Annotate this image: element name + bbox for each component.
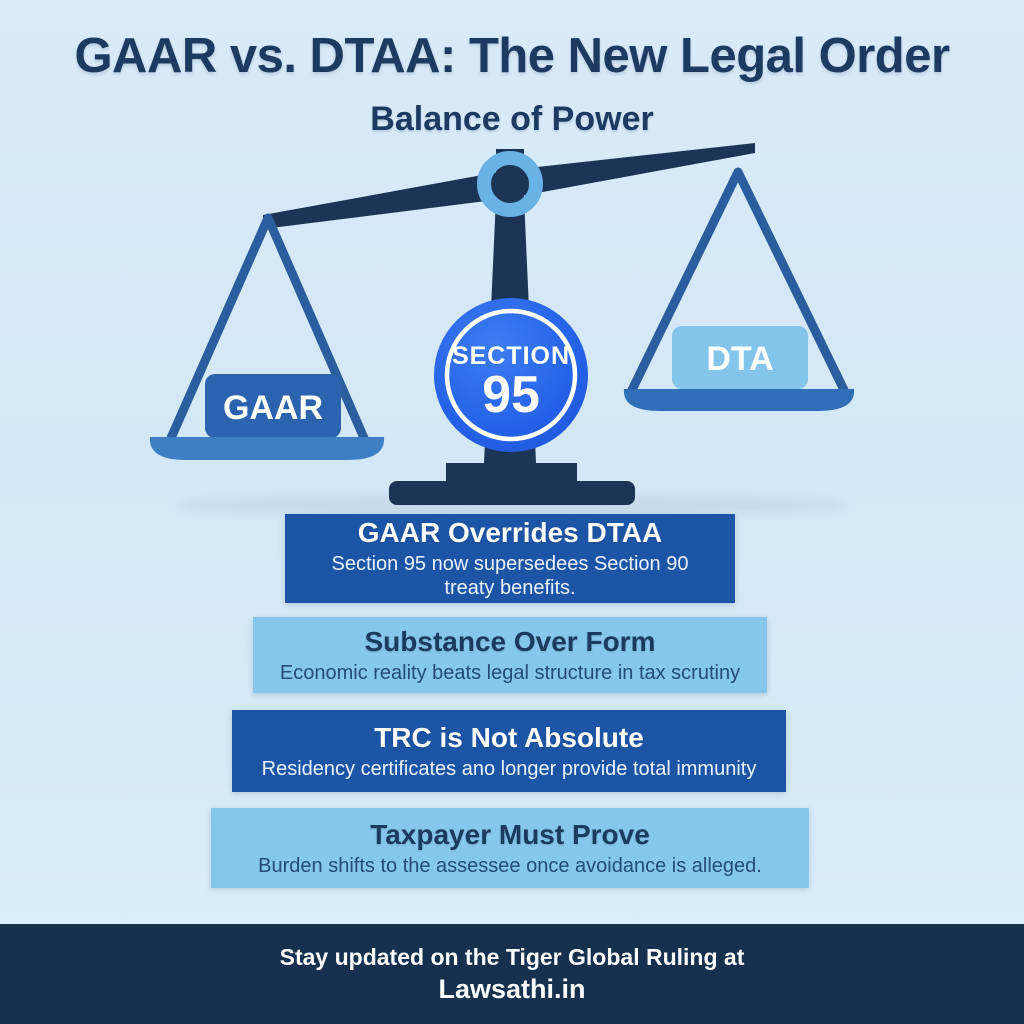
info-box-title: Taxpayer Must Prove [370,818,650,850]
right-pan [623,389,855,411]
info-box-trc-not-absolute: TRC is Not Absolute Residency certificat… [232,710,786,792]
section-badge-word: SECTION [452,342,570,370]
left-pan-strings [166,213,369,443]
footer-banner: Stay updated on the Tiger Global Ruling … [0,924,1024,1024]
left-pan [149,437,385,460]
info-box-title: TRC is Not Absolute [374,721,644,753]
left-pan-label: GAAR [223,389,323,427]
section-badge-number: 95 [482,366,540,424]
info-box-subtitle: Residency certificates ano longer provid… [261,757,757,780]
base-step-bottom [389,481,635,505]
info-box-taxpayer-must-prove: Taxpayer Must Prove Burden shifts to the… [211,808,809,888]
info-box-gaar-overrides-dtaa: GAAR Overrides DTAA Section 95 now super… [285,514,735,603]
base-step-mid [446,463,577,485]
info-box-subtitle: Economic reality beats legal structure i… [279,661,741,684]
page-title: GAAR vs. DTAA: The New Legal Order [74,29,950,83]
right-pan-strings [627,167,849,395]
gaar-weight [205,374,341,438]
info-box-subtitle: Section 95 now supersedees Section 90 tr… [331,553,689,600]
dta-weight [672,326,808,389]
info-box-title: GAAR Overrides DTAA [357,517,663,549]
page-subtitle: Balance of Power [370,100,654,138]
footer-text: Stay updated on the Tiger Global Ruling … [279,943,745,970]
right-pan-label: DTA [706,340,773,378]
section-95-badge-ring [444,308,578,442]
info-box-substance-over-form: Substance Over Form Economic reality bea… [253,617,767,693]
info-box-title: Substance Over Form [364,625,656,657]
balance-scale-icon: GAAR DTA SECTION 95 [149,143,855,515]
footer-site-name: Lawsathi.in [438,973,586,1004]
pivot-ring-icon [477,151,543,217]
section-95-badge [434,298,588,452]
info-box-subtitle: Burden shifts to the assessee once avoid… [258,854,762,877]
